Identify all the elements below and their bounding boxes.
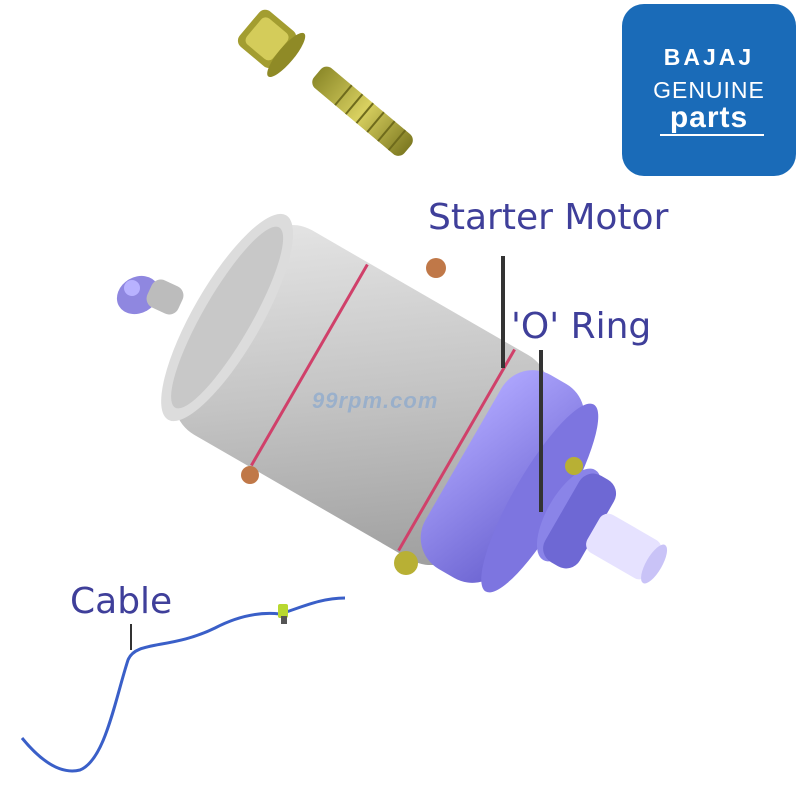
brand-genuine-text: GENUINE xyxy=(653,77,765,103)
bajaj-genuine-parts-logo: BAJAJ GENUINE parts xyxy=(622,4,796,176)
o-ring-label: 'O' Ring xyxy=(511,306,652,347)
starter-motor-part xyxy=(116,213,668,593)
starter-motor-label: Starter Motor xyxy=(428,197,669,238)
cable-part xyxy=(20,596,346,773)
bolt-part xyxy=(237,9,413,156)
brand-underline xyxy=(660,134,764,136)
watermark-text: 99rpm.com xyxy=(312,388,439,413)
brand-parts-text: parts xyxy=(669,101,749,134)
cable-label: Cable xyxy=(70,581,173,622)
brand-name: BAJAJ xyxy=(663,44,755,70)
